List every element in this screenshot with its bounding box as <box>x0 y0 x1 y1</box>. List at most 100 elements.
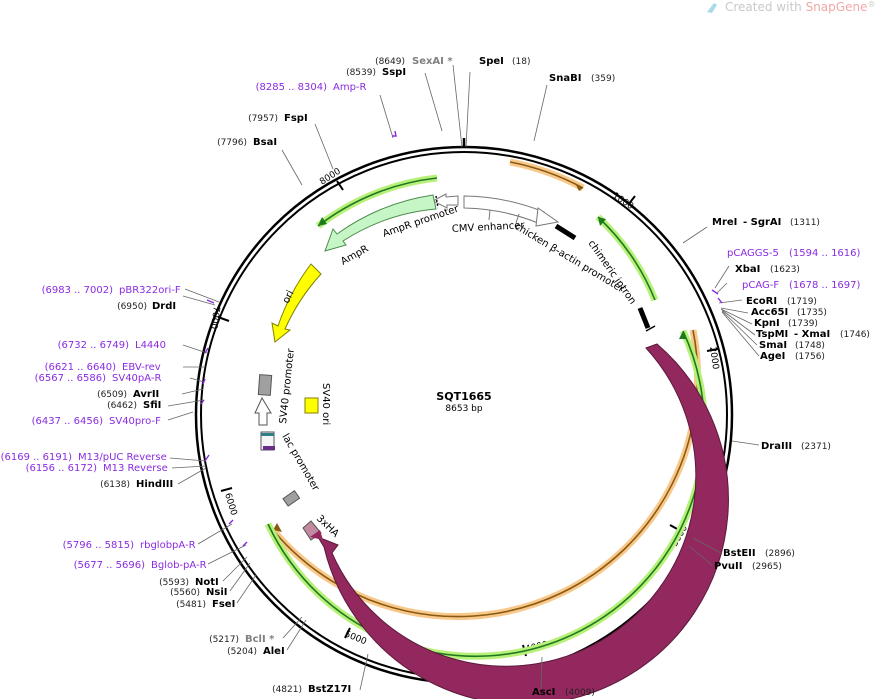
primer-range: (6621 .. 6640) <box>45 362 117 373</box>
site-nsii[interactable]: (5560) NsiI <box>170 587 227 598</box>
site-name: DraIII <box>761 441 792 452</box>
chimeric-intron-bar-right <box>637 307 651 329</box>
cmv-enhancer-label: CMV enhancer <box>452 220 526 235</box>
site-pos: (1623) <box>770 265 800 275</box>
site-name: SmaI <box>759 340 787 351</box>
site-name: TspMI <box>756 329 788 340</box>
site-name: KpnI <box>754 318 780 329</box>
site-kpni[interactable]: KpnI (1739) <box>754 318 818 329</box>
site-pos: (6950) <box>117 302 147 312</box>
sv40-promoter-box <box>257 374 273 396</box>
primer-marks <box>200 130 723 547</box>
site-pos: (5593) <box>159 578 189 588</box>
site-name: NsiI <box>206 587 227 598</box>
primer-rbglobpa-r[interactable]: (5796 .. 5815) rbglobpA-R <box>63 540 196 551</box>
site-fsei[interactable]: (5481) FseI <box>176 599 235 610</box>
site-bstz17i[interactable]: (4821) BstZ17I <box>272 684 351 695</box>
site-name-2: - XmaI <box>794 329 830 340</box>
watermark-prefix: Created with <box>725 0 806 14</box>
sv40-promoter-arrow <box>254 396 272 426</box>
site-sexai[interactable]: (8649) SexAI * <box>375 56 453 67</box>
site-name: AscI <box>532 687 555 698</box>
primer-range: (8285 .. 8304) <box>256 82 328 93</box>
site-hindiii[interactable]: (6138) HindIII <box>100 479 173 490</box>
site-pos: (7796) <box>217 138 247 148</box>
site-sfii[interactable]: (6462) SfiI <box>107 400 161 411</box>
site-name: SspI <box>382 67 406 78</box>
site-smai[interactable]: SmaI (1748) <box>759 340 825 351</box>
site-pos: (8649) <box>375 57 405 67</box>
site-pos: (1311) <box>790 218 820 228</box>
primer-sv40pro-f[interactable]: (6437 .. 6456) SV40pro-F <box>32 416 161 427</box>
site-spei[interactable]: SpeI (18) <box>479 56 530 67</box>
site-pos: (2896) <box>765 549 795 559</box>
small-gray-feature <box>282 490 301 507</box>
primer-m13-puc-reverse[interactable]: (6169 .. 6191) M13/pUC Reverse <box>1 452 167 463</box>
site-name: SpeI <box>479 56 504 67</box>
site-mrei-sgrai[interactable]: MreI - SgrAI (1311) <box>712 217 820 228</box>
primer-name: M13 Reverse <box>103 463 168 474</box>
site-pos: (1735) <box>797 308 827 318</box>
site-fspi[interactable]: (7957) FspI <box>248 113 308 124</box>
site-pos: (1748) <box>795 341 825 351</box>
site-pos: (5217) <box>209 635 239 645</box>
site-pos: (5204) <box>227 647 257 657</box>
site-pos: (5560) <box>170 588 200 598</box>
site-sspi[interactable]: (8539) SspI <box>346 67 406 78</box>
tick-7000: 7000 <box>208 306 221 330</box>
site-draiii[interactable]: DraIII (2371) <box>761 441 831 452</box>
site-tspmi-xmai[interactable]: TspMI - XmaI (1746) <box>756 329 870 340</box>
site-bcli[interactable]: (5217) BclI * <box>209 634 275 645</box>
site-asci[interactable]: AscI (4009) <box>532 687 595 698</box>
primer-name: SV40pro-F <box>109 416 161 427</box>
primer-name: Bglob-pA-R <box>151 560 207 571</box>
primer-range: (6732 .. 6749) <box>58 340 130 351</box>
primer-ebv-rev[interactable]: (6621 .. 6640) EBV-rev <box>45 362 161 373</box>
site-noti[interactable]: (5593) NotI <box>159 577 219 588</box>
primer-sv40pa-r[interactable]: (6567 .. 6586) SV40pA-R <box>35 373 162 384</box>
site-name: BclI * <box>245 634 275 645</box>
site-pos: (8539) <box>346 68 376 78</box>
primer-m13-reverse[interactable]: (6156 .. 6172) M13 Reverse <box>26 463 168 474</box>
sv40-ori-feature <box>304 397 319 414</box>
site-pvuii[interactable]: PvuII (2965) <box>714 561 782 572</box>
site-alei[interactable]: (5204) AleI <box>227 646 285 657</box>
site-pos: (5481) <box>176 600 206 610</box>
tick-6000: 6000 <box>222 492 238 517</box>
tick-marks <box>217 180 719 657</box>
site-name: AgeI <box>760 351 785 362</box>
site-pos: (4821) <box>272 685 302 695</box>
site-snabi[interactable]: SnaBI (359) <box>549 73 615 84</box>
primer-bglob-pa-r[interactable]: (5677 .. 5696) Bglob-pA-R <box>74 560 207 571</box>
site-bsteii[interactable]: BstEII (2896) <box>723 548 795 559</box>
site-ecori[interactable]: EcoRI (1719) <box>746 296 817 307</box>
site-name-2: - SgrAI <box>743 217 781 228</box>
site-name: BstZ17I <box>308 684 351 695</box>
primer-l4440[interactable]: (6732 .. 6749) L4440 <box>58 340 166 351</box>
primer-pbr322ori-f[interactable]: (6983 .. 7002) pBR322ori-F <box>42 285 181 296</box>
primer-name: M13/pUC Reverse <box>78 452 167 463</box>
tick-5000: 5000 <box>343 630 368 648</box>
site-acc65i[interactable]: Acc65I (1735) <box>751 307 827 318</box>
site-pos: (6509) <box>97 390 127 400</box>
site-drdi[interactable]: (6950) DrdI <box>117 301 176 312</box>
site-pos: (2965) <box>752 562 782 572</box>
site-xbai[interactable]: XbaI (1623) <box>735 264 800 275</box>
primer-pcaggs-5[interactable]: pCAGGS-5 (1594 .. 1616) <box>727 248 861 259</box>
site-name: NotI <box>195 577 219 588</box>
plasmid-name: SQT1665 <box>436 390 491 403</box>
site-name: BsaI <box>253 137 277 148</box>
site-pos: (1746) <box>840 330 870 340</box>
site-agei[interactable]: AgeI (1756) <box>760 351 825 362</box>
site-pos: (2371) <box>801 442 831 452</box>
site-name: AvrII <box>133 389 159 400</box>
primer-amp-r[interactable]: (8285 .. 8304) Amp-R <box>256 82 367 93</box>
site-avrii[interactable]: (6509) AvrII <box>97 389 159 400</box>
ori-label: ori <box>281 289 297 306</box>
site-bsai[interactable]: (7796) BsaI <box>217 137 277 148</box>
plasmid-size: 8653 bp <box>445 404 482 414</box>
primer-pcag-f[interactable]: pCAG-F (1678 .. 1697) <box>742 280 861 291</box>
watermark-reg: ® <box>867 0 875 9</box>
